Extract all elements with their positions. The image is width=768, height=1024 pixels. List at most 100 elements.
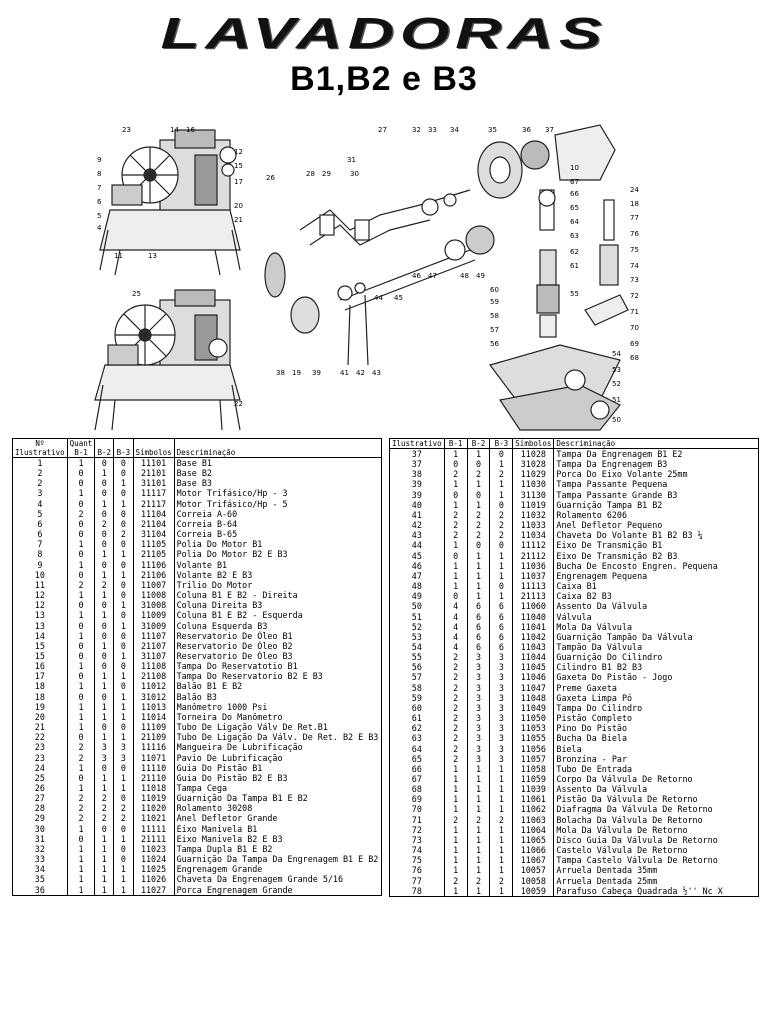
part-description: Tubo De Entrada [553,763,759,774]
part-description: Polia Do Motor B1 [173,539,383,550]
header-cell: B-3 [113,448,134,458]
quantity-cell: 0 [94,600,115,611]
quantity-cell: 4 [443,641,468,653]
part-description: Eixo De Transmição B1 [553,540,759,551]
svg-text:22: 22 [234,400,243,408]
part-description: Caixa B1 [553,581,759,592]
part-description: Rolamento 30208 [173,803,383,814]
illustration-number: 12 [12,600,68,611]
header-cell [94,438,115,448]
parts-list: Nº Quant Ilustrativo B-1 B-2 B-3 Símbolo… [12,438,760,968]
quantity-cell: 3 [489,702,514,714]
illustration-number: 32 [12,843,68,855]
svg-text:11: 11 [114,252,123,260]
svg-text:6: 6 [97,198,102,206]
quantity-cell: 1 [113,864,134,875]
illustration-number: 23 [12,742,68,753]
quantity-cell: 1 [466,570,491,582]
quantity-cell: 2 [443,520,468,531]
quantity-cell: 1 [113,833,134,844]
part-description: Torneira Do Manômetro [173,711,383,723]
machine-illustration-top [99,129,241,276]
quantity-cell: 1 [489,479,514,490]
part-description: Engrenagem Grande [173,864,383,875]
quantity-cell: 0 [113,508,134,519]
quantity-cell: 1 [466,550,491,561]
part-code: 11024 [132,854,175,865]
page-subtitle: B1,B2 e B3 [290,60,478,98]
illustration-number: 6 [12,529,68,540]
quantity-cell: 1 [94,701,115,712]
machine-illustration-bottom [94,289,241,431]
svg-text:60: 60 [490,286,499,294]
svg-text:7: 7 [97,184,101,192]
part-code: 11067 [512,855,555,866]
quantity-cell: 0 [66,549,96,560]
quantity-cell: 1 [466,591,491,602]
quantity-cell: 1 [443,570,468,582]
quantity-cell: 0 [94,559,115,570]
quantity-cell: 1 [443,560,468,571]
illustration-number: 6 [12,518,68,530]
quantity-cell: 0 [113,590,134,601]
part-description: Balão B1 E B2 [173,681,383,692]
illustration-number: 16 [12,661,68,672]
quantity-cell: 1 [66,722,96,733]
quantity-cell: 1 [94,610,115,621]
illustration-number: 47 [389,570,445,582]
svg-text:14: 14 [170,126,179,134]
part-description: Trilio Do Motor [173,579,383,591]
quantity-cell: 0 [113,518,134,530]
quantity-cell: 1 [489,570,514,582]
part-code: 11029 [512,469,555,480]
quantity-cell: 0 [94,478,115,489]
part-code: 31104 [132,529,175,540]
illustration-number: 49 [389,591,445,602]
quantity-cell: 0 [489,448,514,460]
header-cell: Ilustrativo [389,439,445,449]
quantity-cell: 1 [66,864,96,875]
header-cell [512,438,555,439]
illustration-number: 60 [389,702,445,714]
part-code: 11050 [512,713,555,724]
quantity-cell: 2 [66,508,96,519]
quantity-cell: 1 [66,711,96,723]
illustration-number: 27 [12,793,68,804]
quantity-cell: 0 [443,591,468,602]
quantity-cell: 0 [113,457,134,469]
quantity-cell: 2 [94,803,115,814]
quantity-cell: 0 [466,489,491,500]
illustration-number: 8 [12,549,68,560]
part-code: 10059 [512,885,555,897]
quantity-cell: 0 [66,671,96,682]
quantity-cell: 0 [66,518,96,530]
part-code: 11012 [132,681,175,692]
quantity-cell: 1 [466,763,491,774]
quantity-cell: 2 [113,529,134,540]
part-code: 11019 [132,793,175,804]
part-code: 11018 [132,783,175,794]
quantity-cell: 1 [443,804,468,815]
part-description: Volante B1 [173,559,383,570]
quantity-cell: 2 [443,469,468,480]
part-description: Correia A-60 [173,508,383,519]
part-code: 11116 [132,742,175,753]
